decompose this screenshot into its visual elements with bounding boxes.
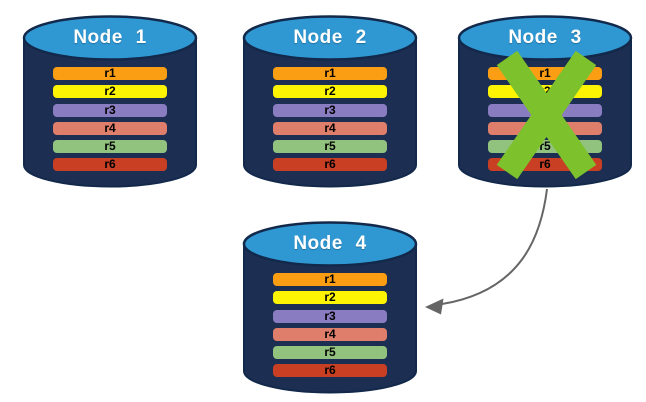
replica-bar: r4 [273,120,387,135]
replica-bar: r4 [273,326,387,341]
replica-bar: r4 [488,120,602,135]
replica-label: r2 [324,84,336,99]
node-title: Node 4 [293,233,367,254]
cylinder-top [22,15,198,61]
replica-bar: r5 [53,139,167,154]
node-1: Node 1 r1 r2 r3 r4 r5 r6 [22,8,198,188]
replica-label: r6 [324,157,336,172]
replica-bar: r6 [273,157,387,172]
replica-label: r4 [324,326,336,341]
replica-label: r3 [324,308,336,323]
node-title: Node 3 [508,27,582,48]
replica-bar: r5 [273,345,387,360]
replica-label: r4 [104,120,116,135]
cylinder-top [242,221,418,267]
arrow-head [425,298,444,315]
replica-bar: r5 [273,139,387,154]
replica-label: r2 [104,84,116,99]
replica-list: r1 r2 r3 r4 r5 r6 [273,67,387,172]
replica-bar: r1 [53,67,167,80]
replica-label: r3 [104,102,116,117]
replica-label: r6 [324,363,336,378]
replica-list: r1 r2 r3 r4 r5 r6 [53,67,167,172]
replica-label: r4 [324,120,336,135]
replica-label: r2 [324,290,336,305]
replica-list: r1 r2 r3 r4 r5 r6 [273,273,387,378]
replica-list: r1 r2 r3 r4 r5 r6 [488,67,602,172]
replica-label: r3 [324,102,336,117]
node-3: Node 3 r1 r2 r3 r4 r5 r6 [457,8,633,188]
arrow-curve [441,188,548,305]
replica-bar: r3 [273,102,387,117]
node-title: Node 1 [73,27,147,48]
replica-label: r2 [539,84,551,99]
replica-label: r6 [539,157,551,172]
replica-label: r1 [539,66,551,80]
replica-bar: r1 [273,67,387,80]
replica-bar: r2 [488,84,602,99]
node-title: Node 2 [293,27,367,48]
replica-bar: r2 [273,290,387,305]
replica-label: r1 [324,66,336,80]
replica-bar: r3 [53,102,167,117]
replica-label: r5 [324,345,336,360]
replica-bar: r2 [53,84,167,99]
replica-bar: r3 [488,102,602,117]
replica-bar: r3 [273,308,387,323]
replica-label: r4 [539,120,551,135]
node-4: Node 4 r1 r2 r3 r4 r5 r6 [242,214,418,394]
cylinder-top [242,15,418,61]
replica-bar: r1 [488,67,602,80]
replica-bar: r6 [273,363,387,378]
node-2: Node 2 r1 r2 r3 r4 r5 r6 [242,8,418,188]
replica-bar: r6 [488,157,602,172]
replica-bar: r1 [273,273,387,286]
replica-label: r6 [104,157,116,172]
replica-label: r5 [324,139,336,154]
replica-label: r5 [104,139,116,154]
replica-label: r5 [539,139,551,154]
replica-bar: r5 [488,139,602,154]
replica-bar: r4 [53,120,167,135]
replica-bar: r2 [273,84,387,99]
replica-label: r1 [104,66,116,80]
replica-bar: r6 [53,157,167,172]
replica-label: r1 [324,272,336,286]
replica-label: r3 [539,102,551,117]
